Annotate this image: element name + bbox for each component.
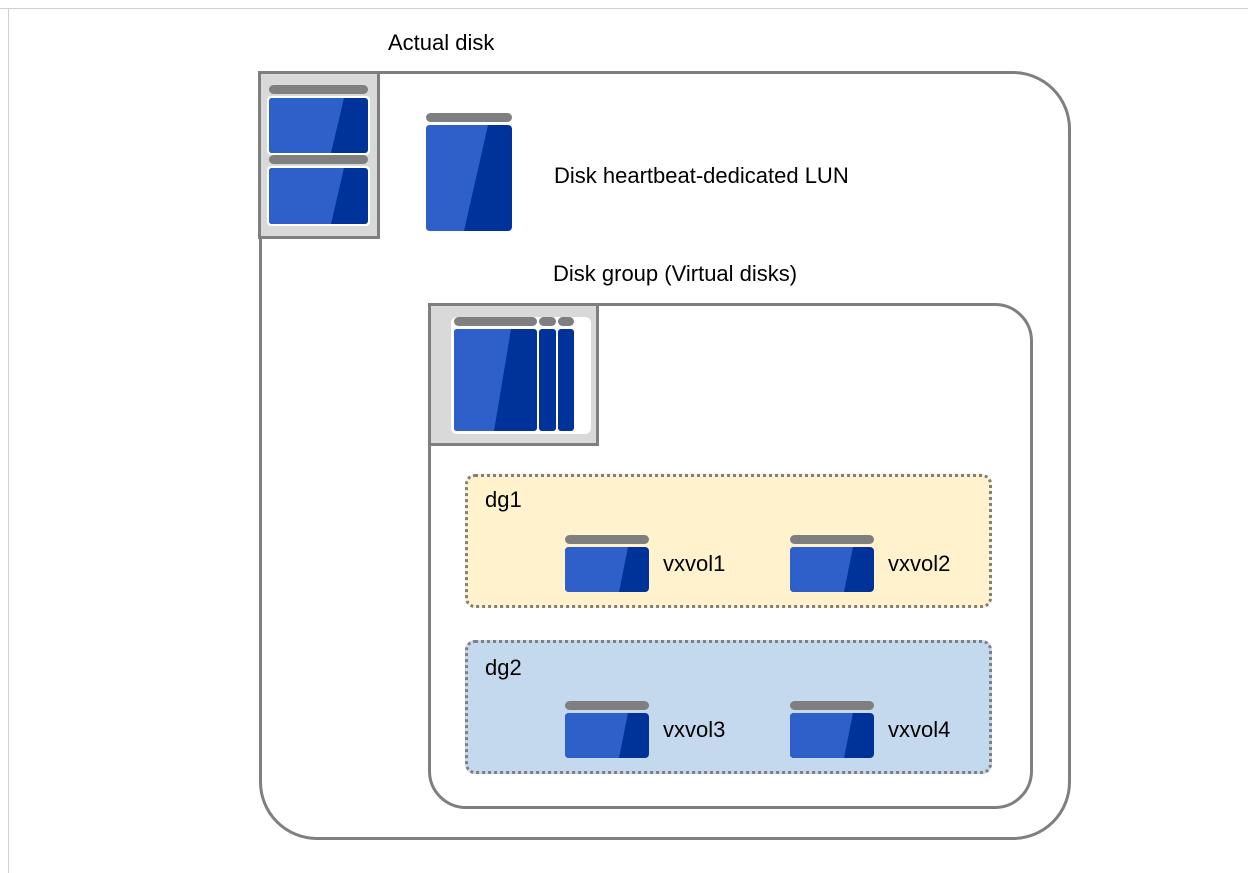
virtual-disk-group-icon xyxy=(451,317,591,434)
vxvol2-disk-icon xyxy=(789,534,875,594)
vxvol3-disk-icon xyxy=(564,700,650,760)
frame-top-line xyxy=(0,0,1248,9)
actual-disk-label: Actual disk xyxy=(388,30,495,55)
vxvol2-label: vxvol2 xyxy=(888,551,951,576)
disk-group-container xyxy=(428,303,1033,809)
vxvol4-disk-icon xyxy=(789,700,875,760)
vxvol3-label: vxvol3 xyxy=(663,717,726,742)
dg1-label: dg1 xyxy=(485,487,522,512)
stacked-disk-icon xyxy=(267,85,370,226)
disk-group-dg2 xyxy=(465,640,992,774)
vxvol1-disk-icon xyxy=(564,534,650,594)
actual-disk-container xyxy=(259,71,1071,840)
disk-group-tile xyxy=(428,303,599,446)
frame-left-line xyxy=(8,8,9,873)
vxvol1-label: vxvol1 xyxy=(663,551,726,576)
heartbeat-lun-label: Disk heartbeat-dedicated LUN xyxy=(554,163,849,188)
vxvol4-label: vxvol4 xyxy=(888,717,951,742)
dg2-label: dg2 xyxy=(485,655,522,680)
actual-disk-tile xyxy=(258,71,380,239)
heartbeat-lun-disk-icon xyxy=(424,112,514,234)
disk-group-dg1 xyxy=(465,474,992,608)
disk-group-label: Disk group (Virtual disks) xyxy=(553,261,798,286)
